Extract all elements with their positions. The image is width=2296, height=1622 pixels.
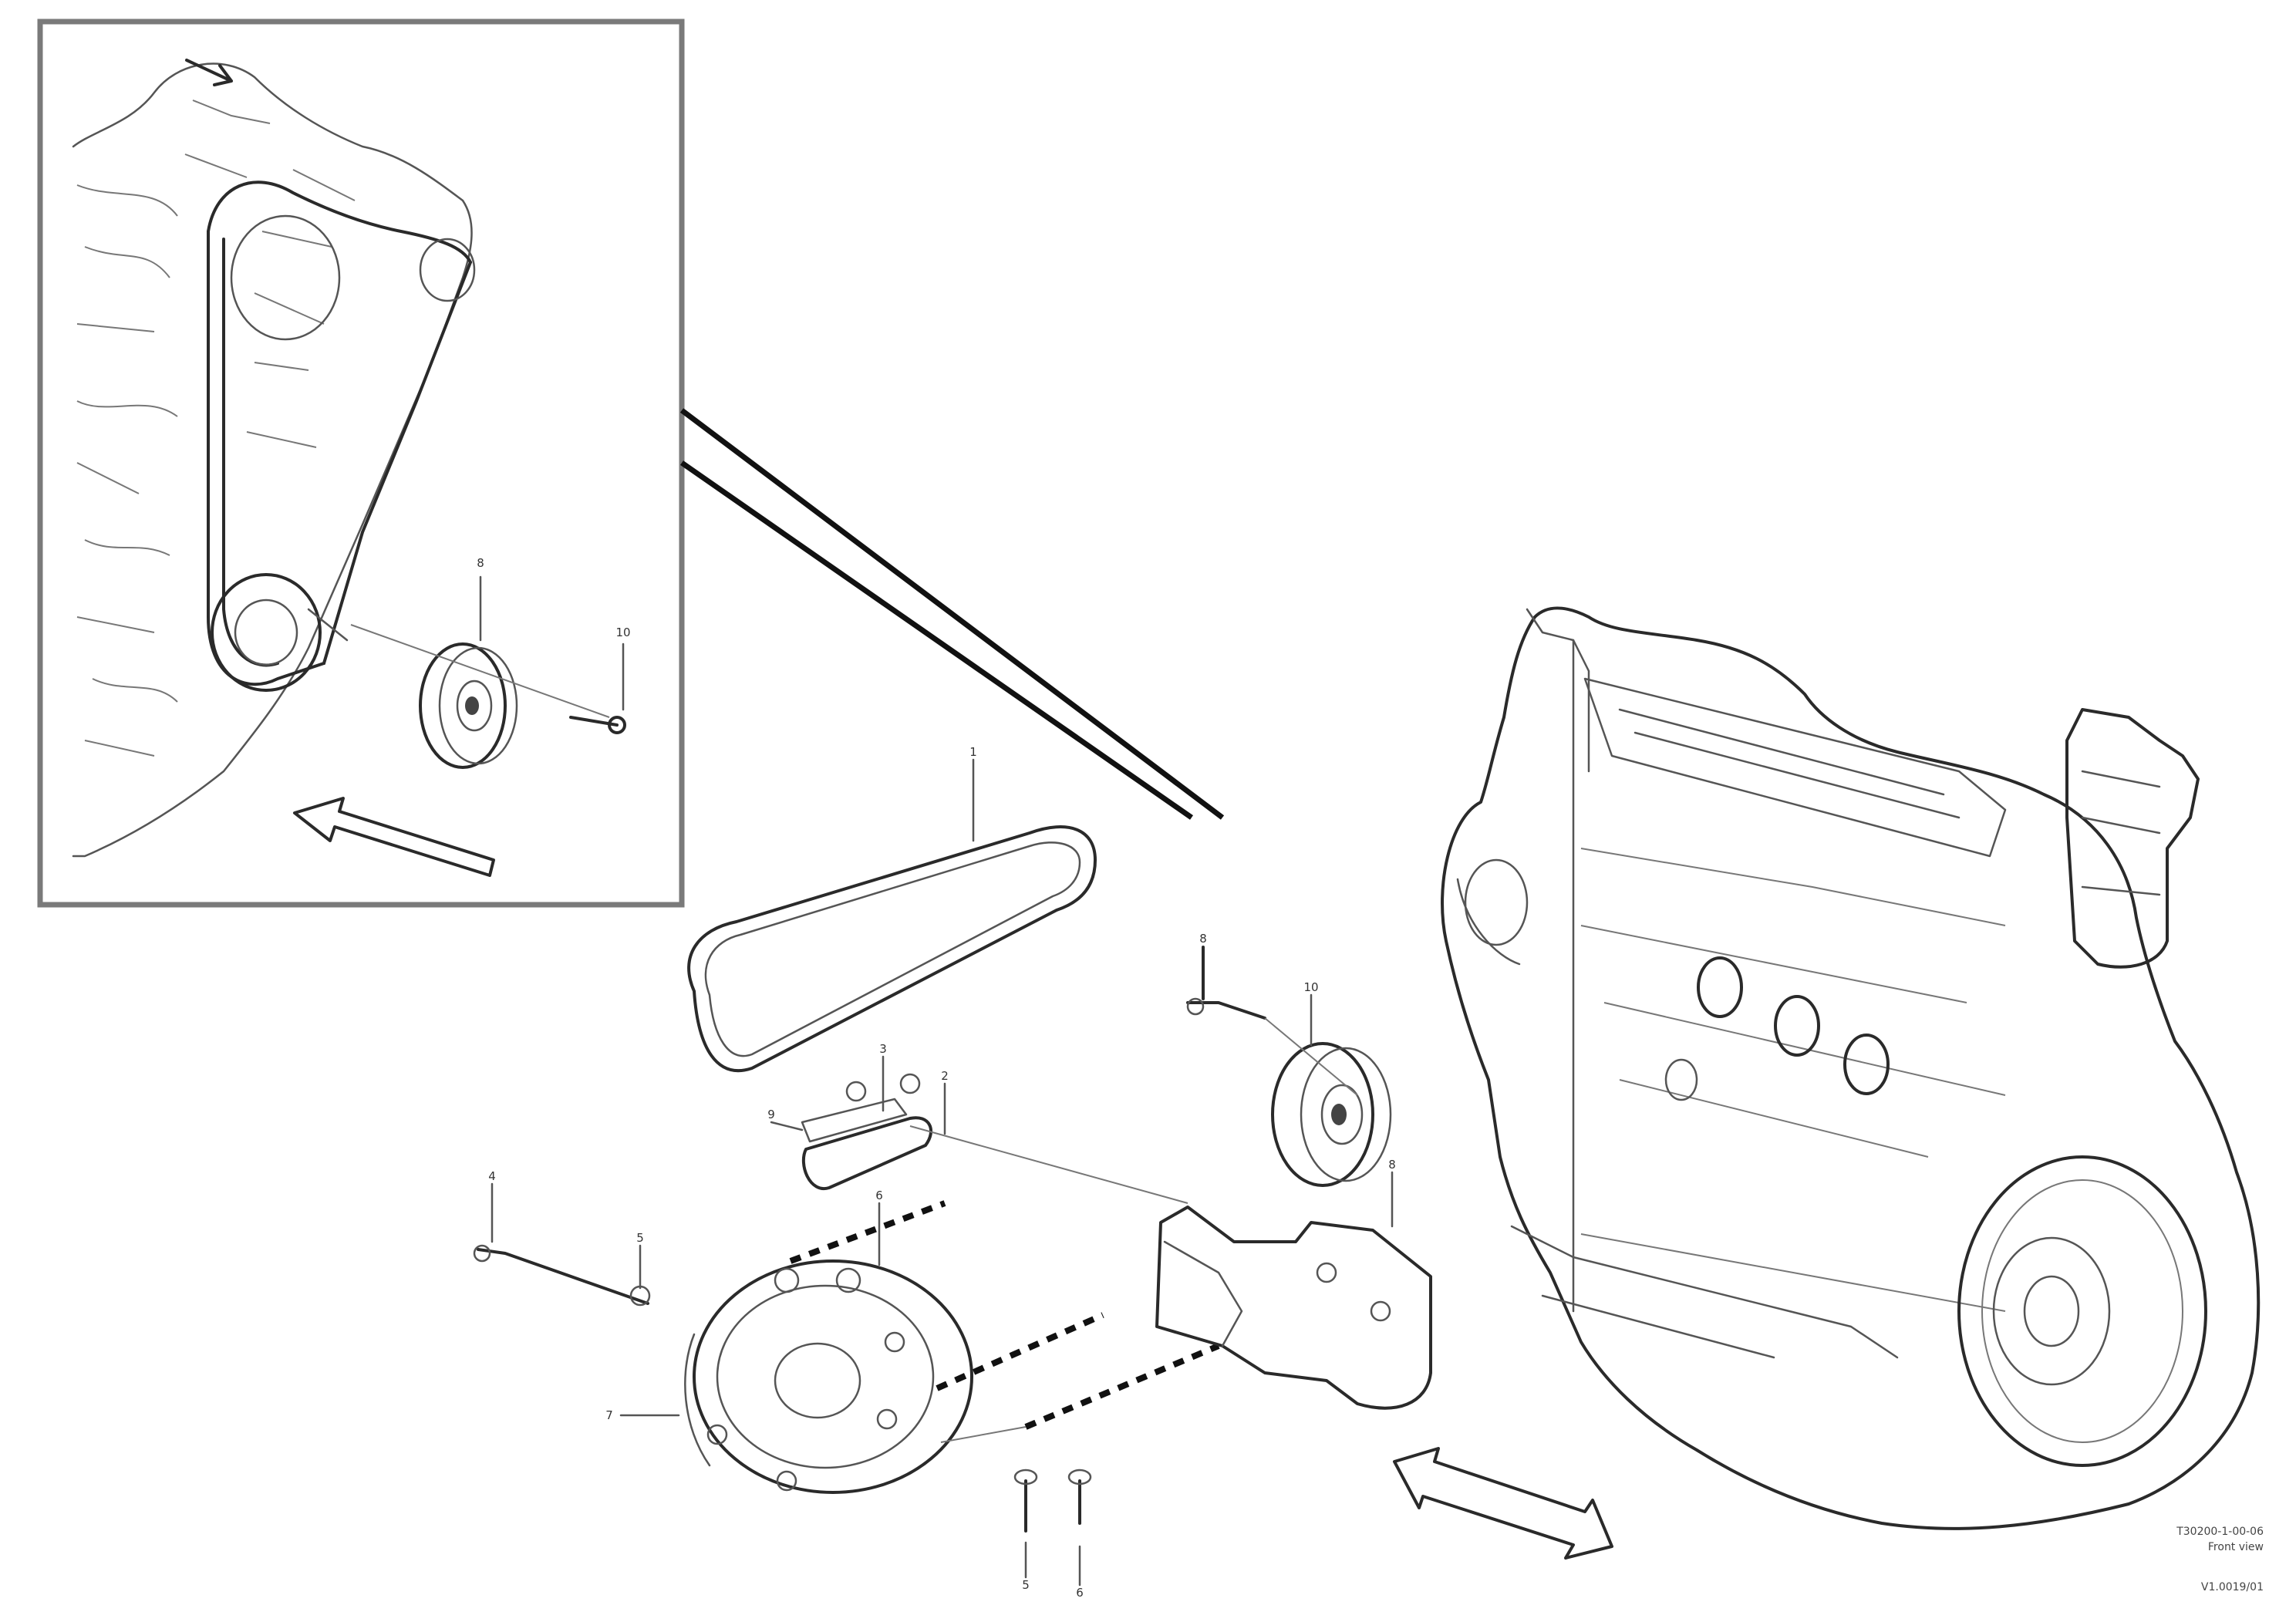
- reference-line-2: Front view: [2208, 1541, 2264, 1553]
- inset-bolt: [569, 716, 626, 734]
- callout-label: 5: [636, 1231, 644, 1245]
- callout-label: 10: [1303, 980, 1318, 994]
- reference-line-1: T30200-1-00-06: [2176, 1526, 2264, 1538]
- callout-label: 5: [1022, 1578, 1030, 1592]
- engine-assembly: [1441, 606, 2261, 1530]
- inset-frame: [37, 19, 685, 908]
- callout-label: 4: [488, 1169, 496, 1183]
- callout-label: 9: [767, 1108, 775, 1121]
- assembly-dashed-links: [789, 1200, 1220, 1430]
- inset-direction-arrow: [293, 797, 495, 877]
- callout-label: 3: [879, 1042, 887, 1056]
- bottom-bolts: [1013, 1469, 1092, 1587]
- engine-flywheel: [1957, 1155, 2207, 1467]
- callout-label: 1: [969, 745, 977, 759]
- callout-group: 8 10 1 3 2 9 8 4 5 6 7 5 6: [488, 745, 1396, 1600]
- callout-label: 8: [1388, 1158, 1396, 1172]
- drive-belt: [687, 758, 1097, 1073]
- tensioner-bracket: [770, 1055, 1188, 1204]
- inset-idler-pulley: [350, 624, 610, 769]
- main-direction-arrow: [1393, 1447, 1613, 1560]
- bracket-bolt-left: [473, 1182, 651, 1307]
- callout-label: 8: [1199, 932, 1207, 946]
- callout-label: 6: [1076, 1586, 1084, 1600]
- detail-inset: 8 10: [37, 19, 685, 908]
- drawing-reference: T30200-1-00-06 Front view V1.0019/01: [2176, 1526, 2264, 1593]
- callout-label: 7: [605, 1408, 613, 1422]
- mounting-bracket: [940, 1171, 1432, 1443]
- engine-side-filter: [2065, 708, 2200, 969]
- idler-pulley: [1271, 993, 1392, 1187]
- callout-label: 2: [941, 1069, 949, 1083]
- callout-label: 8: [477, 556, 484, 570]
- callout-label: 10: [615, 626, 630, 639]
- reference-code: V1.0019/01: [2201, 1581, 2264, 1593]
- alternator-pump: [619, 1202, 973, 1494]
- zoom-connector-lines: [679, 408, 1225, 820]
- idler-bolt: [1186, 946, 1358, 1096]
- callout-label: 6: [875, 1189, 883, 1202]
